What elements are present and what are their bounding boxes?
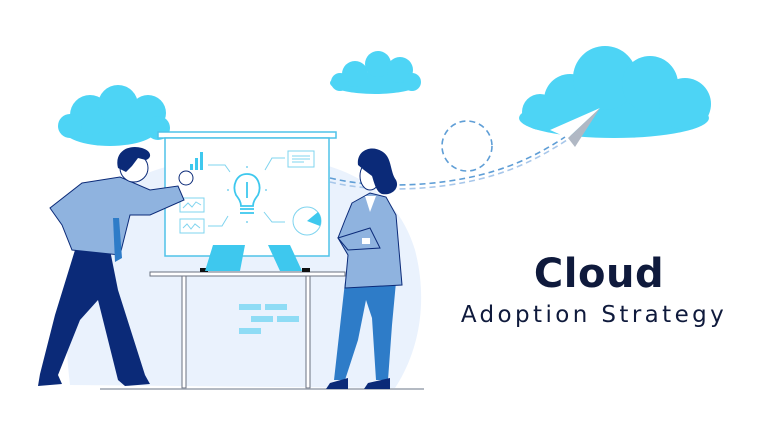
cloud-right [519,46,711,138]
title-block: Cloud Adoption Strategy [424,252,764,330]
brick-pattern [239,304,299,334]
slide-title: Cloud [533,251,665,297]
document-lines-icon [287,150,315,168]
man-figure [38,146,194,386]
cloud-left [58,85,170,146]
line-chart-icon [179,197,205,234]
slide-subtitle: Adoption Strategy [460,302,728,328]
laptop-left-icon [205,245,245,271]
lightbulb-icon [233,173,261,214]
laptop-right-icon [268,245,302,271]
cloud-middle [330,51,421,94]
woman-figure [326,148,403,389]
bar-chart-icon [190,152,203,170]
table [149,245,346,389]
whiteboard [157,131,337,257]
paper-plane-icon [550,108,600,147]
pie-chart-icon [292,206,322,236]
